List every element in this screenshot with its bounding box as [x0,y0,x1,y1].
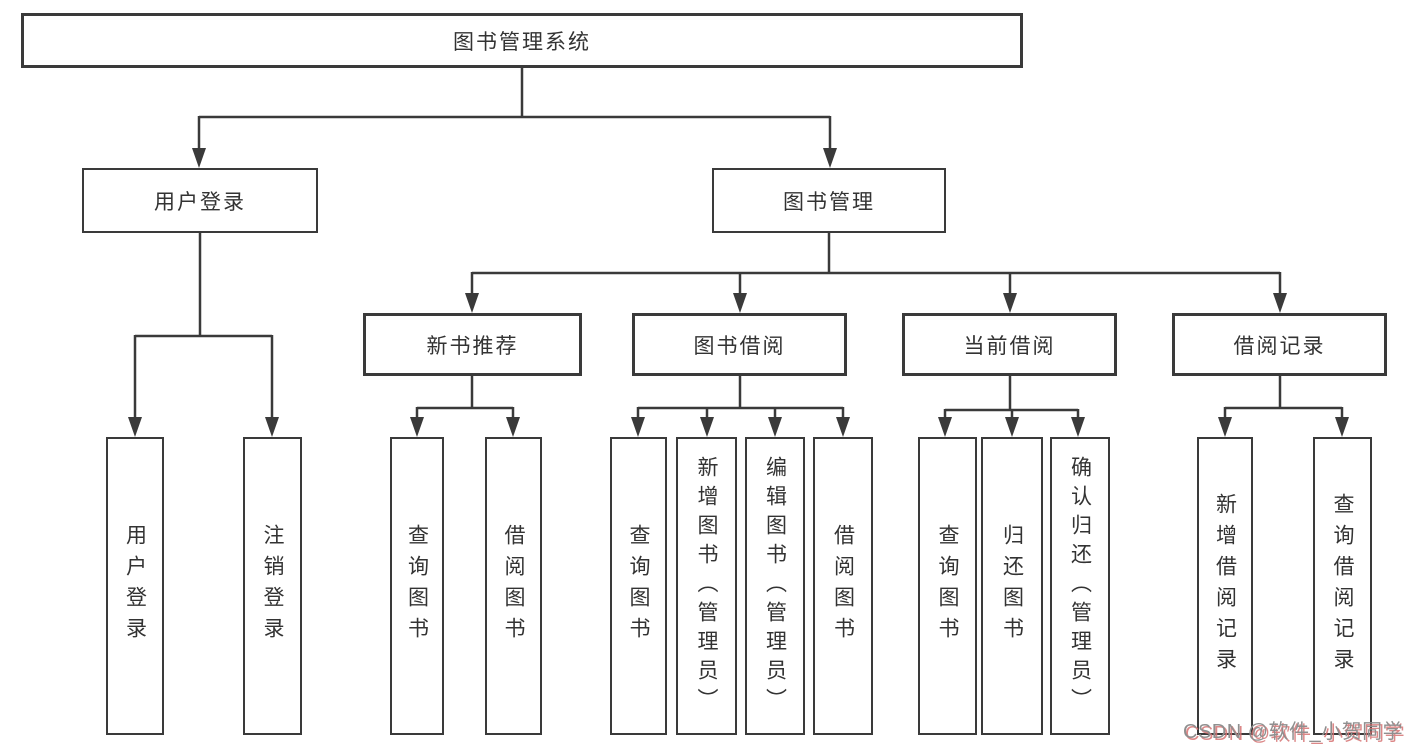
leaf-confirm-return-admin-label: 确认归还（管理员） [1068,455,1092,717]
leaf-logout: 注销登录 [243,437,302,735]
node-book-management-label: 图书管理 [783,190,875,214]
leaf-edit-books-admin-label: 编辑图书（管理员） [763,455,787,717]
leaf-query-books-borrowing-label: 查询图书 [627,524,650,648]
node-current-borrowing: 当前借阅 [902,313,1117,376]
node-book-borrowing: 图书借阅 [632,313,847,376]
node-new-book-recommend: 新书推荐 [363,313,582,376]
leaf-logout-label: 注销登录 [261,524,284,648]
leaf-query-books-current-label: 查询图书 [936,524,959,648]
node-user-login-label: 用户登录 [154,190,246,214]
leaf-return-books: 归还图书 [981,437,1043,735]
node-book-borrowing-label: 图书借阅 [693,334,786,358]
leaf-user-login: 用户登录 [106,437,164,735]
leaf-borrow-books-label: 借阅图书 [831,524,855,648]
leaf-add-books-admin-label: 新增图书（管理员） [695,455,718,717]
leaf-confirm-return-admin: 确认归还（管理员） [1050,437,1110,735]
leaf-query-books-recommend: 查询图书 [390,437,444,735]
arrowheads [128,148,1349,437]
node-library-system: 图书管理系统 [21,13,1023,68]
leaf-query-books-borrowing: 查询图书 [610,437,667,735]
leaf-query-books-current: 查询图书 [918,437,977,735]
node-user-login: 用户登录 [82,168,318,233]
leaf-edit-books-admin: 编辑图书（管理员） [745,437,805,735]
leaf-query-borrow-record: 查询借阅记录 [1313,437,1372,735]
node-book-management: 图书管理 [712,168,946,233]
node-library-system-label: 图书管理系统 [453,30,591,54]
leaf-add-borrow-record: 新增借阅记录 [1197,437,1253,735]
leaf-add-borrow-record-label: 新增借阅记录 [1213,493,1237,679]
leaf-query-borrow-record-label: 查询借阅记录 [1331,493,1354,679]
leaf-query-books-recommend-label: 查询图书 [405,524,429,648]
leaf-borrow-books-recommend-label: 借阅图书 [502,524,525,648]
leaf-borrow-books-recommend: 借阅图书 [485,437,542,735]
leaf-user-login-label: 用户登录 [123,524,147,648]
node-new-book-recommend-label: 新书推荐 [426,334,519,358]
node-borrowing-records: 借阅记录 [1172,313,1387,376]
leaf-add-books-admin: 新增图书（管理员） [676,437,737,735]
node-current-borrowing-label: 当前借阅 [963,334,1056,358]
leaf-return-books-label: 归还图书 [1000,524,1024,648]
csdn-watermark: CSDN @软件_小贺同学 [1183,721,1404,743]
node-borrowing-records-label: 借阅记录 [1233,334,1326,358]
leaf-borrow-books: 借阅图书 [813,437,873,735]
